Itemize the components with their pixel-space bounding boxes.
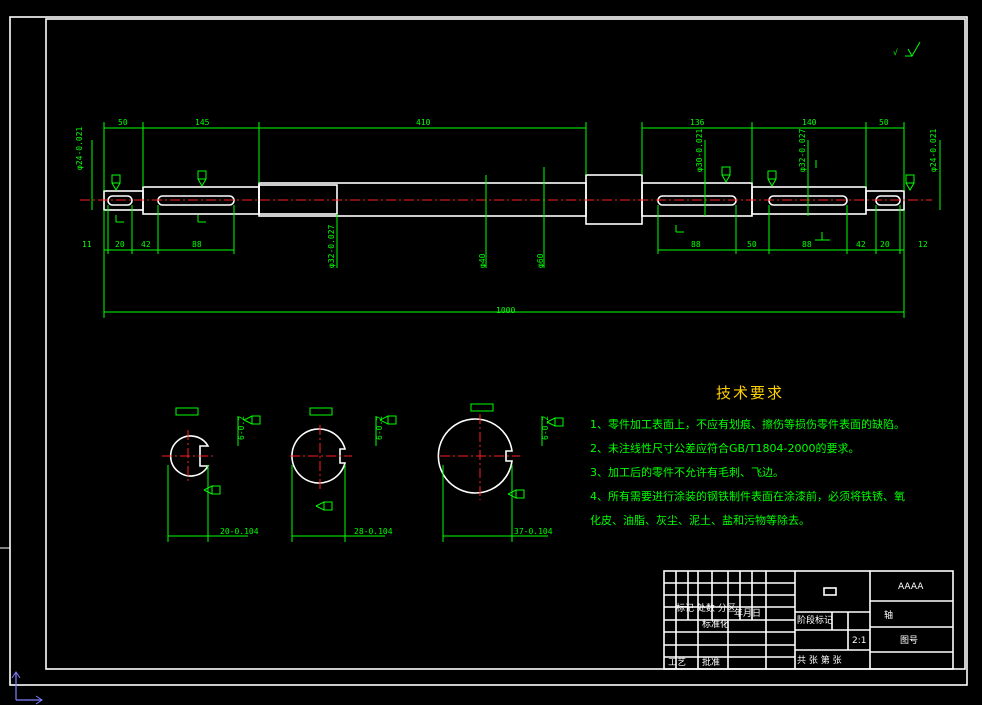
dim-bl-4: 88: [192, 240, 202, 249]
section-3-width: 37-0.104: [514, 527, 553, 536]
title-scale: 2:1: [852, 636, 866, 646]
svg-text:工艺: 工艺: [668, 657, 686, 668]
top-dimension-chain: [103, 122, 905, 191]
dim-diam-r1: φ30-0.021: [695, 128, 704, 172]
requirement-line-3: 3、加工后的零件不允许有毛刺、飞边。: [590, 465, 784, 479]
dim-bl-1: 11: [82, 240, 92, 249]
dim-br-1: 88: [691, 240, 701, 249]
section-1-width: 20-0.104: [220, 527, 259, 536]
section-1: 20-0.104 6-0.2: [162, 407, 261, 542]
section-2-depth: 6-0.2: [375, 416, 384, 440]
title-part-name: 轴: [884, 609, 893, 621]
dim-bl-3: 42: [141, 240, 151, 249]
section-1-depth: 6-0.2: [237, 416, 246, 440]
section-3: 37-0.104 6-0.2: [437, 403, 564, 542]
dim-top-6: 50: [879, 118, 889, 127]
ucs-axis-icon: [11, 671, 43, 705]
svg-text:标准化: 标准化: [702, 618, 729, 630]
requirement-line-4: 4、所有需要进行涂装的钢铁制件表面在涂漆前，必须将铁锈、氧: [590, 489, 905, 503]
dim-total: 1000: [496, 306, 515, 315]
dim-diam-r2: φ32-0.027: [798, 128, 807, 172]
title-drawing-no: 图号: [900, 635, 918, 646]
section-3-depth: 6-0.2: [541, 416, 550, 440]
outer-frame: [9, 16, 968, 686]
dim-diam-40: φ40: [478, 253, 487, 268]
requirement-line-1: 1、零件加工表面上，不应有划痕、擦伤等损伤零件表面的缺陷。: [590, 417, 905, 431]
dim-top-4: 136: [690, 118, 705, 127]
dim-bl-2: 20: [115, 240, 125, 249]
dim-diam-mid-left: φ32-0.027: [327, 224, 336, 268]
svg-text:批准: 批准: [702, 656, 720, 668]
svg-text:阶段标记: 阶段标记: [797, 614, 833, 626]
dim-br-2: 50: [747, 240, 757, 249]
dim-top-2: 145: [195, 118, 210, 127]
dim-top-1: 50: [118, 118, 128, 127]
dim-top-3: 410: [416, 118, 431, 127]
bottom-dimension-chain: [103, 205, 905, 318]
svg-text:标记 处数 分区: 标记 处数 分区: [676, 602, 736, 614]
dim-diam-right: φ24-0.021: [929, 128, 938, 172]
dim-br-3: 88: [802, 240, 812, 249]
inner-frame: [45, 18, 966, 670]
svg-text:年月日: 年月日: [734, 607, 761, 619]
diameter-leaders: [91, 140, 941, 268]
requirement-line-5: 化皮、油脂、灰尘、泥土、盐和污物等除去。: [590, 513, 810, 527]
requirement-line-2: 2、未注线性尺寸公差应符合GB/T1804-2000的要求。: [590, 441, 859, 455]
svg-text:共 张 第 张: 共 张 第 张: [797, 654, 842, 666]
roughness-symbol-icon: √: [893, 41, 921, 58]
title-company: AAAA: [898, 582, 924, 592]
dim-top-5: 140: [802, 118, 817, 127]
dim-br-4: 42: [856, 240, 866, 249]
section-2-width: 28-0.104: [354, 527, 393, 536]
title-block: 标记 处数 分区 工艺 批准 年月日 标准化 阶段标记 共 张 第 张: [663, 570, 954, 670]
dim-diam-left: φ24-0.021: [75, 126, 84, 170]
section-2: 28-0.104 6-0.2: [290, 407, 397, 542]
requirements-title: 技术要求: [716, 384, 784, 402]
dim-br-5: 20: [880, 240, 890, 249]
dim-br-6: 12: [918, 240, 928, 249]
dim-diam-60: φ60: [536, 253, 545, 268]
svg-text:√: √: [893, 48, 898, 57]
tolerance-frames: [111, 160, 915, 241]
